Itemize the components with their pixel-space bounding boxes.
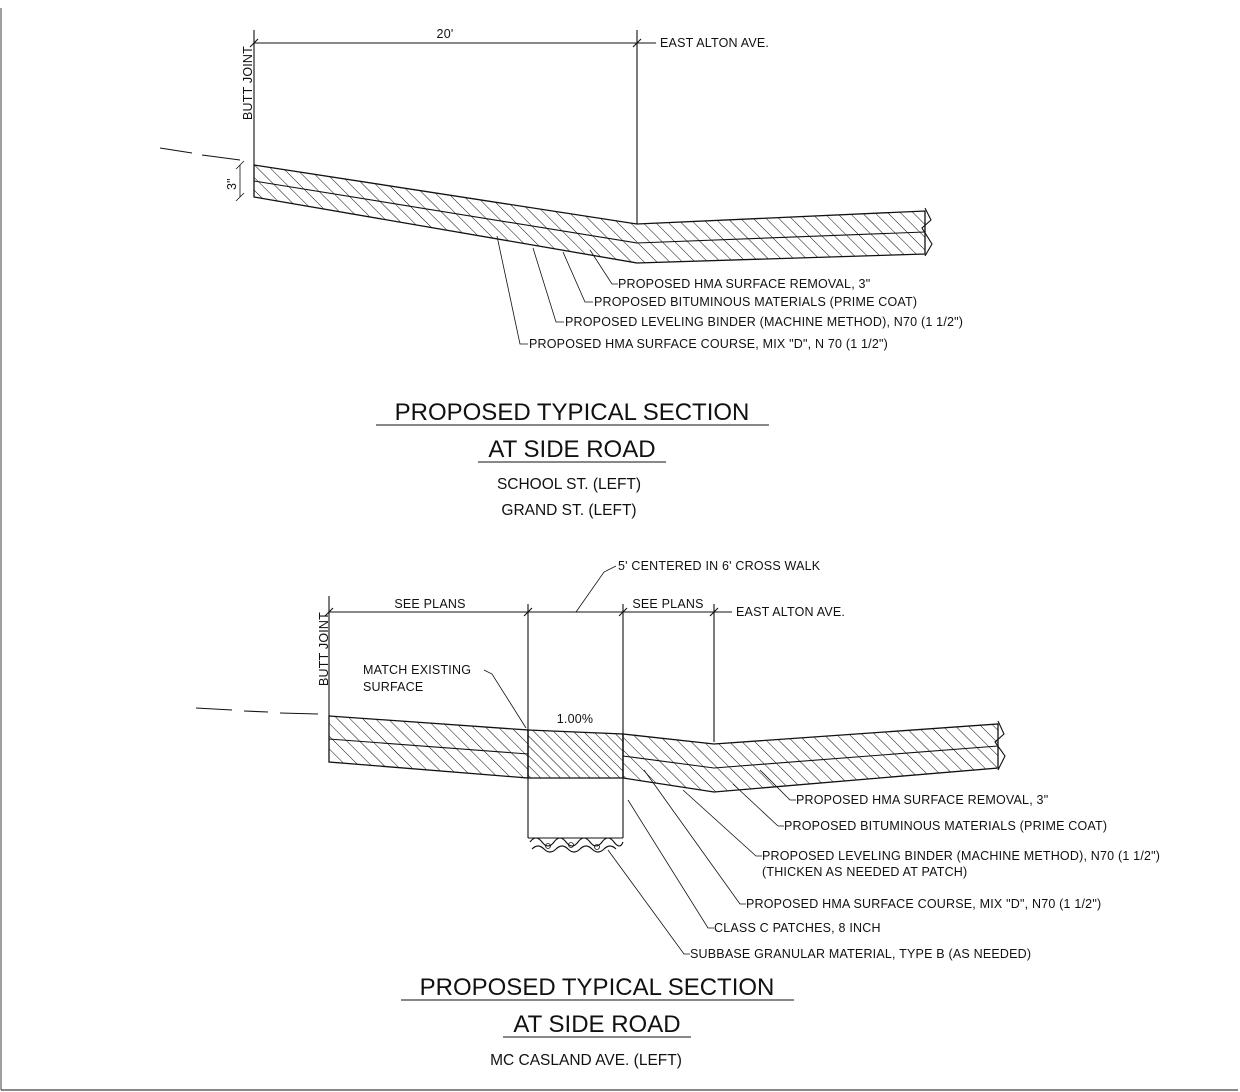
dash-2c <box>279 712 319 715</box>
pavement-layers-1 <box>253 164 926 264</box>
section-1-title: PROPOSED TYPICAL SECTION <box>395 399 750 426</box>
callout-1-surface: PROPOSED HMA SURFACE COURSE, MIX "D", N … <box>529 337 888 351</box>
layer-interface-2-right <box>622 745 999 769</box>
callout-2-surface: PROPOSED HMA SURFACE COURSE, MIX "D", N7… <box>746 897 1101 911</box>
pavement-layers-2-right <box>622 723 999 793</box>
break-line-2 <box>994 720 1006 771</box>
callout-2-prime: PROPOSED BITUMINOUS MATERIALS (PRIME COA… <box>784 819 1107 833</box>
match-existing-leader <box>483 669 527 729</box>
crosswalk-note: 5' CENTERED IN 6' CROSS WALK <box>618 559 821 573</box>
section-2: 5' CENTERED IN 6' CROSS WALK SEE PLANS S… <box>195 559 1160 1069</box>
callout-2-removal: PROPOSED HMA SURFACE REMOVAL, 3" <box>796 793 1048 807</box>
subbase-top <box>529 837 624 847</box>
section-1: 20' EAST ALTON AVE. BUTT JOINT 3" PROPOS… <box>159 27 963 519</box>
leader-2-3 <box>682 789 762 857</box>
street-mc-casland: MC CASLAND AVE. (LEFT) <box>490 1052 682 1069</box>
road-label-1: EAST ALTON AVE. <box>660 36 769 50</box>
dim-3in-tick-bottom <box>235 192 245 202</box>
layer-interface-1 <box>253 180 926 244</box>
callout-2-thicken: (THICKEN AS NEEDED AT PATCH) <box>762 865 967 879</box>
callout-1-binder: PROPOSED LEVELING BINDER (MACHINE METHOD… <box>565 315 963 329</box>
aggregate-2 <box>568 842 574 848</box>
dim-3in-tick-top <box>235 160 245 170</box>
leader-1-4 <box>496 235 528 345</box>
slope-label: 1.00% <box>557 712 593 726</box>
butt-joint-label-2: BUTT JOINT <box>317 612 331 686</box>
butt-joint-label-1: BUTT JOINT <box>241 46 255 120</box>
section-1-subtitle: AT SIDE ROAD <box>488 436 655 463</box>
dash-1b <box>201 154 241 161</box>
section-2-subtitle: AT SIDE ROAD <box>513 1011 680 1038</box>
layer-interface-2-left <box>328 738 529 755</box>
leader-2-6 <box>607 849 690 955</box>
leader-2-5 <box>627 799 714 929</box>
street-grand: GRAND ST. (LEFT) <box>501 502 636 519</box>
leader-1-3 <box>532 247 564 323</box>
leader-2-2 <box>732 783 784 827</box>
leader-1-2 <box>562 251 593 303</box>
crosswalk-leader <box>575 565 617 613</box>
dim-tick-left <box>249 38 259 48</box>
callout-2-binder: PROPOSED LEVELING BINDER (MACHINE METHOD… <box>762 849 1160 863</box>
dim-see-plans-left: SEE PLANS <box>394 597 465 611</box>
street-school: SCHOOL ST. (LEFT) <box>497 476 641 493</box>
patch-surface <box>527 729 624 779</box>
leader-2-1 <box>759 769 796 801</box>
section-2-title: PROPOSED TYPICAL SECTION <box>420 974 775 1001</box>
road-label-2: EAST ALTON AVE. <box>736 605 845 619</box>
leader-1-1 <box>589 249 618 285</box>
break-line-1 <box>921 207 933 257</box>
match-existing-line1: MATCH EXISTING <box>363 663 471 677</box>
dim-see-plans-right: SEE PLANS <box>632 597 703 611</box>
aggregate-3 <box>594 844 600 850</box>
dash-2a <box>195 707 233 711</box>
dim2-tick-c <box>618 607 628 617</box>
dash-2b <box>243 710 269 713</box>
dim2-tick-a <box>324 607 334 617</box>
dim-3in-label: 3" <box>225 178 239 190</box>
subbase-bottom <box>531 845 617 853</box>
callout-1-removal: PROPOSED HMA SURFACE REMOVAL, 3" <box>618 277 870 291</box>
callout-1-prime: PROPOSED BITUMINOUS MATERIALS (PRIME COA… <box>594 295 917 309</box>
leader-2-4 <box>643 769 746 905</box>
match-existing-line2: SURFACE <box>363 680 423 694</box>
aggregate-1 <box>545 843 551 849</box>
dim2-tick-b <box>523 607 533 617</box>
callout-2-subbase: SUBBASE GRANULAR MATERIAL, TYPE B (AS NE… <box>690 947 1031 961</box>
callout-2-patches: CLASS C PATCHES, 8 INCH <box>714 921 881 935</box>
dim-20ft-label: 20' <box>437 27 454 41</box>
dash-1a <box>159 147 193 154</box>
